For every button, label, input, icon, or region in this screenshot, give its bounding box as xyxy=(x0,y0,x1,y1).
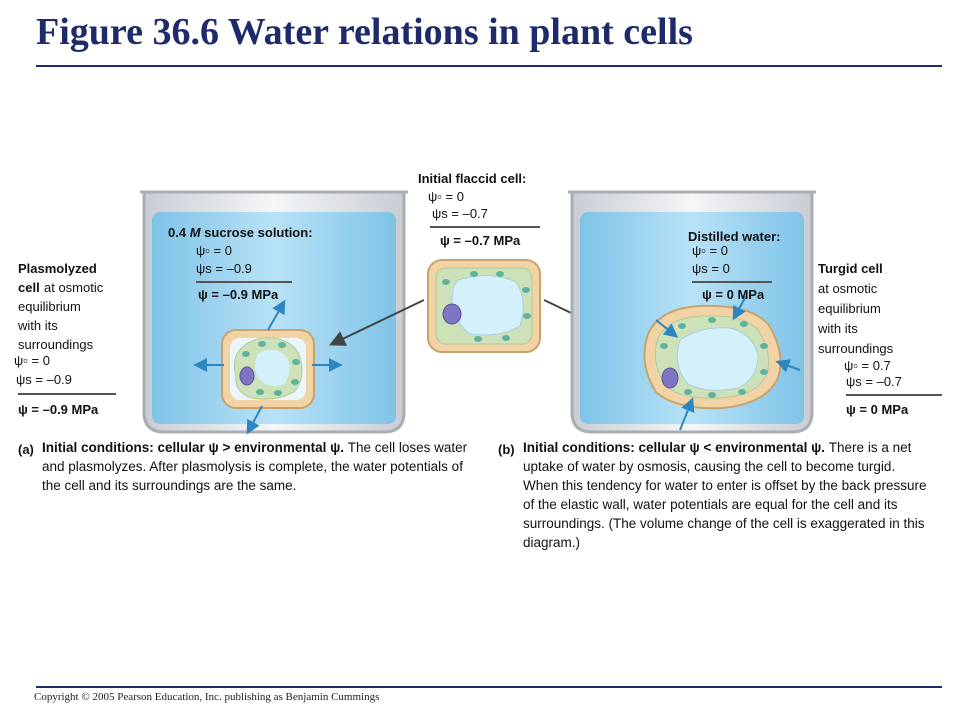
plasmolyzed-psi: ψ = –0.9 MPa xyxy=(18,402,99,417)
water-outflow-arrows xyxy=(193,299,343,435)
turgid-line-4: surroundings xyxy=(818,341,894,356)
flaccid-psi-p: ψ▫ = 0 xyxy=(428,189,464,204)
title-underline xyxy=(36,65,942,67)
turgid-line-2: equilibrium xyxy=(818,301,881,316)
plasmolyzed-line-1: at osmotic xyxy=(44,280,104,295)
caption-a: Initial conditions: cellular ψ > environ… xyxy=(42,438,478,495)
caption-a-text: The cell loses water and plasmolyzes. Af… xyxy=(42,440,468,493)
sucrose-amount: 0.4 xyxy=(168,225,187,240)
sucrose-psi-p: ψ▫ = 0 xyxy=(196,243,232,258)
sucrose-divider xyxy=(196,281,292,283)
caption-a-bold: Initial conditions: cellular ψ > environ… xyxy=(42,440,345,455)
turgid-psi-s: ψs = –0.7 xyxy=(846,374,902,389)
sucrose-unit: M xyxy=(189,225,201,240)
plasmolyzed-cell-description: Plasmolyzed cell at osmotic equilibrium … xyxy=(18,259,114,373)
distilled-psi-p: ψ▫ = 0 xyxy=(692,243,728,258)
turgid-line-1: at osmotic xyxy=(818,281,878,296)
distilled-water-heading: Distilled water: xyxy=(688,229,781,244)
turgid-cell-title: Turgid cell xyxy=(818,261,883,276)
turgid-cell-description: Turgid cell at osmotic equilibrium with … xyxy=(818,259,893,359)
distilled-divider xyxy=(692,281,772,283)
water-inflow-arrows xyxy=(655,295,801,431)
sucrose-psi: ψ = –0.9 MPa xyxy=(198,287,279,302)
copyright-notice: Copyright © 2005 Pearson Education, Inc.… xyxy=(34,691,380,703)
plasmolyzed-line-3: with its xyxy=(18,318,58,333)
flaccid-psi: ψ = –0.7 MPa xyxy=(440,233,521,248)
plasmolyzed-line-4: surroundings xyxy=(18,337,94,352)
turgid-psi: ψ = 0 MPa xyxy=(846,402,909,417)
distilled-psi-s: ψs = 0 xyxy=(692,261,730,276)
flaccid-cell xyxy=(427,259,541,353)
distilled-psi: ψ = 0 MPa xyxy=(702,287,765,302)
caption-b-label: (b) xyxy=(498,442,515,457)
caption-b-text: There is a net uptake of water by osmosi… xyxy=(523,440,927,550)
caption-a-label: (a) xyxy=(18,442,34,457)
turgid-divider xyxy=(846,394,942,396)
caption-b-bold: Initial conditions: cellular ψ < environ… xyxy=(523,440,826,455)
plasmolyzed-cell xyxy=(221,329,315,409)
footer-divider xyxy=(36,686,942,688)
caption-b: Initial conditions: cellular ψ < environ… xyxy=(523,438,933,552)
turgid-line-3: with its xyxy=(818,321,858,336)
plasmolyzed-psi-p: ψ▫ = 0 xyxy=(14,353,50,368)
plasmolyzed-cell-title: Plasmolyzed cell xyxy=(18,261,97,295)
sucrose-rest: sucrose solution: xyxy=(204,225,313,240)
flaccid-cell-heading: Initial flaccid cell: xyxy=(418,171,527,186)
slide-title: Figure 36.6 Water relations in plant cel… xyxy=(36,11,693,53)
turgid-cell xyxy=(643,304,782,410)
flaccid-psi-s: ψs = –0.7 xyxy=(432,206,488,221)
flaccid-divider xyxy=(430,226,540,228)
sucrose-solution-heading: 0.4 M sucrose solution: xyxy=(168,224,313,242)
turgid-psi-p: ψ▫ = 0.7 xyxy=(844,358,891,373)
plasmolyzed-line-2: equilibrium xyxy=(18,299,81,314)
sucrose-psi-s: ψs = –0.9 xyxy=(196,261,252,276)
plasmolyzed-divider xyxy=(18,393,116,395)
plasmolyzed-psi-s: ψs = –0.9 xyxy=(16,372,72,387)
